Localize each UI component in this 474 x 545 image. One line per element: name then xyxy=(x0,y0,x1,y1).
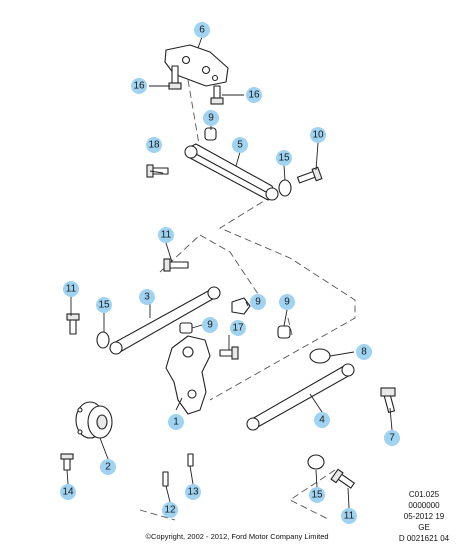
svg-text:1: 1 xyxy=(173,417,179,428)
svg-text:13: 13 xyxy=(187,487,199,498)
svg-text:16: 16 xyxy=(133,81,145,92)
upper-mounting-bracket xyxy=(164,44,229,87)
reference-line: C01.025 xyxy=(408,490,440,499)
reference-line: 0000000 xyxy=(408,501,440,510)
washer-15-bottom xyxy=(307,454,325,470)
callout: 10 xyxy=(310,127,326,143)
callout: 11 xyxy=(63,281,79,297)
svg-text:14: 14 xyxy=(62,487,74,498)
svg-text:18: 18 xyxy=(148,140,160,151)
svg-text:9: 9 xyxy=(255,297,261,308)
washer-15-top xyxy=(278,179,292,197)
svg-text:12: 12 xyxy=(164,505,176,516)
svg-text:5: 5 xyxy=(237,140,243,151)
callout: 15 xyxy=(96,297,112,313)
callout: 18 xyxy=(146,137,162,153)
callout: 8 xyxy=(356,344,372,360)
callout: 9 xyxy=(250,294,266,310)
bolt-17 xyxy=(219,346,239,360)
callout: 14 xyxy=(60,484,76,500)
svg-text:3: 3 xyxy=(144,292,150,303)
callout: 11 xyxy=(341,508,357,524)
callout: 12 xyxy=(162,502,178,518)
callout: 9 xyxy=(203,110,219,126)
callout: 15 xyxy=(276,150,292,166)
callout: 6 xyxy=(194,22,210,38)
svg-text:10: 10 xyxy=(312,130,324,141)
callout: 15 xyxy=(309,487,325,503)
svg-text:8: 8 xyxy=(361,347,367,358)
callout: 9 xyxy=(202,317,218,333)
bushing-9-right xyxy=(277,325,291,339)
bolt-14 xyxy=(60,453,74,471)
bushing-9-top xyxy=(204,127,217,141)
wheel-knuckle xyxy=(165,335,211,415)
reference-line: D 0021621 04 xyxy=(398,534,450,543)
nut-9-left xyxy=(179,322,193,334)
svg-text:15: 15 xyxy=(98,300,110,311)
callout: 17 xyxy=(230,320,246,336)
stud-12 xyxy=(162,471,169,487)
svg-text:16: 16 xyxy=(248,90,260,101)
bolt-10 xyxy=(296,166,323,184)
svg-text:15: 15 xyxy=(311,490,323,501)
wheel-hub xyxy=(75,401,113,439)
callout: 5 xyxy=(232,137,248,153)
svg-text:9: 9 xyxy=(207,320,213,331)
nut-9-middle xyxy=(231,297,251,315)
svg-text:15: 15 xyxy=(278,153,290,164)
assembly-guide-lines xyxy=(139,79,356,521)
bolt-11-bottom xyxy=(330,468,355,489)
svg-text:11: 11 xyxy=(161,230,172,241)
svg-text:9: 9 xyxy=(284,297,290,308)
washer-8 xyxy=(309,348,331,364)
bolt-11-left xyxy=(66,313,80,335)
callout: 11 xyxy=(158,227,174,243)
callout: 16 xyxy=(131,78,147,94)
svg-text:11: 11 xyxy=(66,284,77,295)
reference-line: 05-2012 19 xyxy=(403,512,445,521)
callout: 4 xyxy=(314,412,330,428)
svg-text:17: 17 xyxy=(232,323,244,334)
lower-link-arm xyxy=(109,286,221,355)
drawing-reference-block: C01.025 0000000 05-2012 19 GE D 0021621 … xyxy=(384,489,464,544)
washer-15-left xyxy=(96,331,110,349)
callout: 9 xyxy=(279,294,295,310)
svg-text:7: 7 xyxy=(389,433,395,444)
svg-text:9: 9 xyxy=(208,113,214,124)
callout: 7 xyxy=(384,430,400,446)
callout: 2 xyxy=(100,459,116,475)
leader-lines xyxy=(66,36,393,509)
callout: 1 xyxy=(168,414,184,430)
bolt-7 xyxy=(380,387,396,413)
svg-text:6: 6 xyxy=(199,25,205,36)
bolt-16-right xyxy=(210,85,224,105)
callout: 13 xyxy=(185,484,201,500)
stud-13 xyxy=(187,453,194,467)
svg-text:4: 4 xyxy=(319,415,325,426)
svg-text:2: 2 xyxy=(105,462,111,473)
bolt-11-middle xyxy=(163,258,189,272)
reference-line: GE xyxy=(418,523,430,532)
callout: 16 xyxy=(246,87,262,103)
copyright-notice: ©Copyright, 2002 - 2012, Ford Motor Comp… xyxy=(145,532,329,541)
upper-link-arm xyxy=(184,143,279,201)
svg-text:11: 11 xyxy=(344,511,355,522)
trailing-link xyxy=(246,363,355,431)
callout: 3 xyxy=(139,289,155,305)
